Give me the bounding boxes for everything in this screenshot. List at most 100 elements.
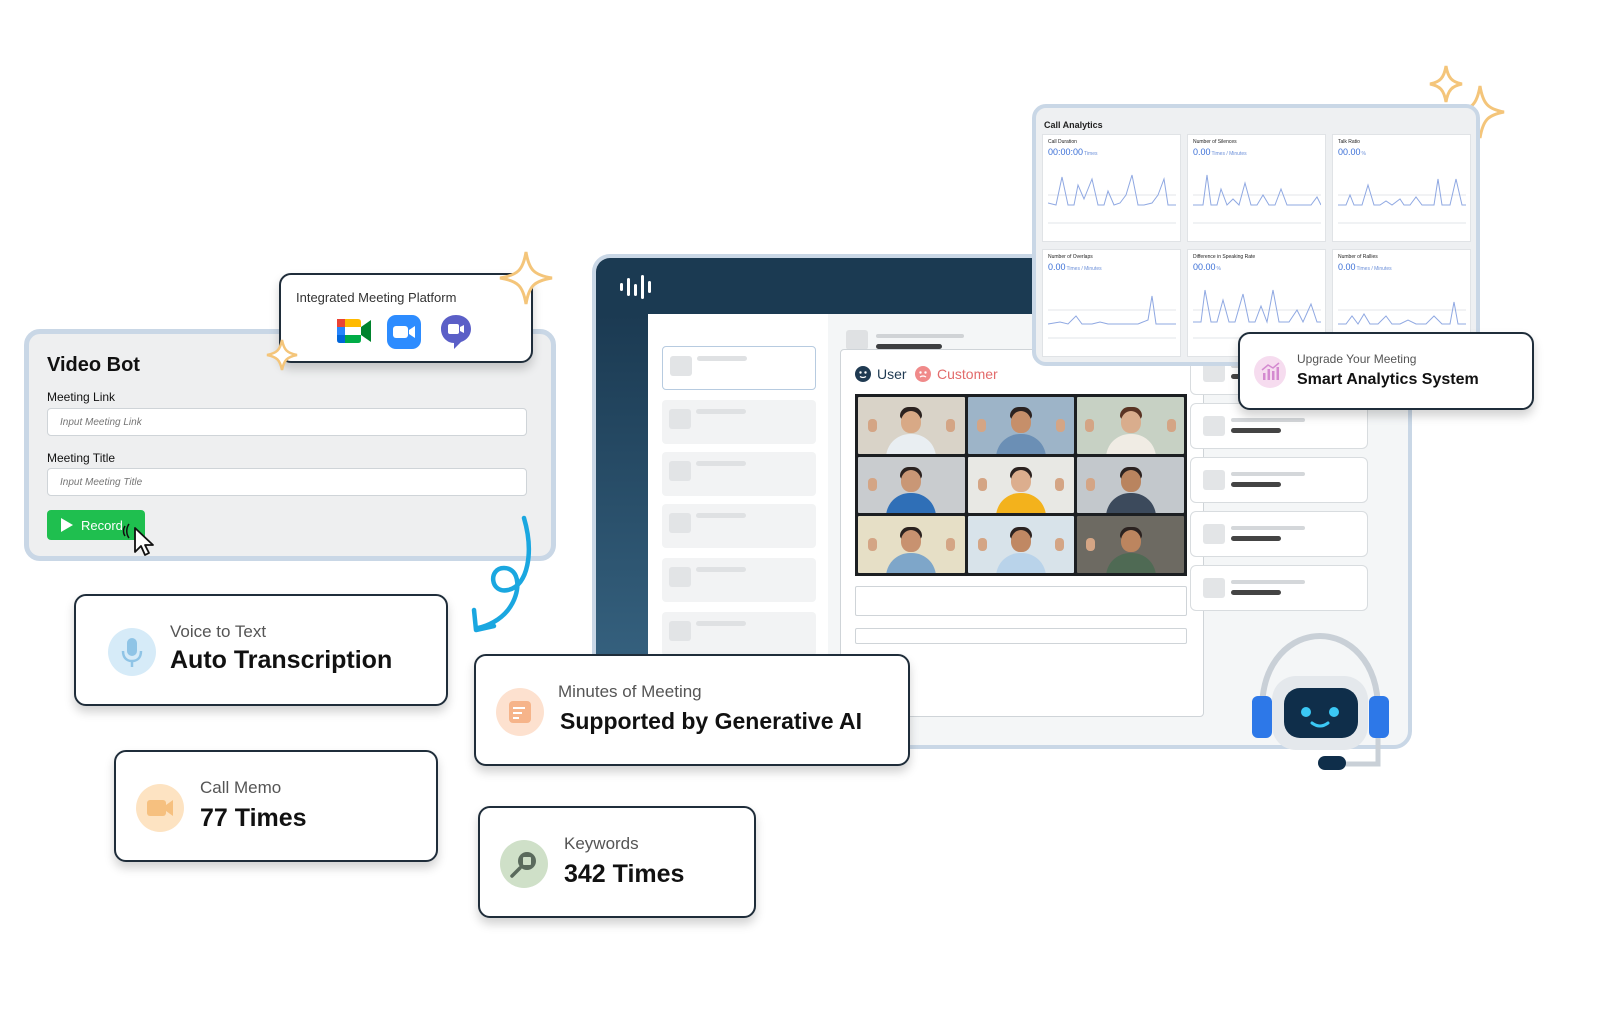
google-meet-icon[interactable] bbox=[335, 315, 373, 347]
metric-unit: % bbox=[1361, 151, 1366, 157]
app-logo-icon bbox=[620, 275, 651, 299]
transcription-sub: Voice to Text bbox=[170, 622, 267, 641]
metric-value: 00.00 bbox=[1193, 262, 1216, 272]
side-card[interactable] bbox=[1190, 403, 1368, 449]
legend-user: User bbox=[855, 366, 907, 382]
legend-customer: Customer bbox=[915, 366, 998, 382]
metric-value: 00:00:00 bbox=[1048, 147, 1084, 157]
legend-customer-label: Customer bbox=[937, 366, 998, 382]
metric-card: Number of Silences 0.00Times / Minutes bbox=[1187, 134, 1326, 242]
video-camera-icon bbox=[136, 784, 184, 832]
metric-value-row: 0.00Times / Minutes bbox=[1338, 262, 1392, 272]
metric-value-row: 0.00Times / Minutes bbox=[1048, 262, 1102, 272]
metric-label: Call Duration bbox=[1048, 139, 1077, 145]
meeting-title-label: Meeting Title bbox=[47, 451, 116, 465]
metric-value-row: 00.00% bbox=[1338, 147, 1366, 157]
keywords-sub: Keywords bbox=[564, 834, 639, 853]
metric-value-row: 00:00:00Times bbox=[1048, 147, 1097, 157]
video-tile[interactable] bbox=[967, 516, 1075, 573]
call-memo-card: Call Memo 77 Times bbox=[114, 750, 438, 862]
video-tile[interactable] bbox=[858, 397, 965, 454]
cursor-icon bbox=[122, 523, 154, 556]
list-item[interactable] bbox=[662, 400, 816, 444]
smart-analytics-sub: Upgrade Your Meeting bbox=[1297, 352, 1417, 366]
metric-sparkline bbox=[1193, 174, 1321, 224]
sparkle-icon bbox=[499, 251, 553, 305]
metric-sparkline bbox=[1338, 178, 1466, 224]
keywords-value: 342 Times bbox=[564, 860, 685, 888]
metric-unit: % bbox=[1216, 266, 1221, 272]
metric-value-row: 0.00Times / Minutes bbox=[1193, 147, 1247, 157]
sparkle-icon bbox=[266, 339, 298, 371]
meeting-link-input[interactable] bbox=[47, 408, 527, 436]
meeting-title-input[interactable] bbox=[47, 468, 527, 496]
minutes-card: Minutes of Meeting Supported by Generati… bbox=[474, 654, 910, 766]
input-bar[interactable] bbox=[855, 628, 1187, 644]
metric-card: Number of Overlaps 0.00Times / Minutes bbox=[1042, 249, 1181, 357]
metric-label: Number of Silences bbox=[1193, 139, 1237, 145]
metric-unit: Times bbox=[1084, 151, 1098, 157]
metric-card: Call Duration 00:00:00Times bbox=[1042, 134, 1181, 242]
analytics-chart-icon bbox=[1254, 356, 1286, 388]
metric-label: Difference in Speaking Rate bbox=[1193, 254, 1256, 260]
metric-value: 0.00 bbox=[1193, 147, 1211, 157]
call-memo-sub: Call Memo bbox=[200, 778, 282, 797]
metric-value: 0.00 bbox=[1338, 262, 1356, 272]
minutes-title: Supported by Generative AI bbox=[560, 708, 863, 734]
robot-assistant-icon bbox=[1252, 632, 1389, 770]
metric-label: Talk Ratio bbox=[1338, 139, 1360, 145]
microphone-icon bbox=[108, 628, 156, 676]
minutes-sub: Minutes of Meeting bbox=[558, 682, 702, 701]
list-item[interactable] bbox=[662, 612, 816, 656]
meeting-link-label: Meeting Link bbox=[47, 390, 116, 404]
metric-unit: Times / Minutes bbox=[1211, 151, 1247, 157]
metric-value: 00.00 bbox=[1338, 147, 1361, 157]
call-memo-value: 77 Times bbox=[200, 804, 307, 832]
metric-label: Number of Rallies bbox=[1338, 254, 1378, 260]
list-item[interactable] bbox=[662, 558, 816, 602]
curly-arrow-icon bbox=[471, 515, 531, 633]
video-tile[interactable] bbox=[858, 516, 965, 573]
video-tile[interactable] bbox=[967, 456, 1075, 514]
transcript-box[interactable] bbox=[855, 586, 1187, 616]
play-icon bbox=[61, 518, 73, 532]
side-card[interactable] bbox=[1190, 565, 1368, 611]
keyword-search-icon bbox=[500, 840, 548, 888]
video-tile[interactable] bbox=[858, 456, 965, 514]
keywords-card: Keywords 342 Times bbox=[478, 806, 756, 918]
video-tile[interactable] bbox=[1077, 516, 1184, 573]
metric-unit: Times / Minutes bbox=[1066, 266, 1102, 272]
record-label: Record bbox=[81, 517, 123, 533]
side-card[interactable] bbox=[1190, 457, 1368, 503]
metric-unit: Times / Minutes bbox=[1356, 266, 1392, 272]
metric-sparkline bbox=[1048, 295, 1176, 339]
analytics-title: Call Analytics bbox=[1044, 120, 1103, 130]
video-grid bbox=[855, 394, 1187, 576]
metric-value-row: 00.00% bbox=[1193, 262, 1221, 272]
metric-label: Number of Overlaps bbox=[1048, 254, 1093, 260]
video-bot-title: Video Bot bbox=[47, 354, 140, 376]
auto-transcription-card: Voice to Text Auto Transcription bbox=[74, 594, 448, 706]
list-item[interactable] bbox=[662, 452, 816, 496]
list-item[interactable] bbox=[662, 346, 816, 390]
metric-sparkline bbox=[1048, 174, 1176, 224]
smart-analytics-title: Smart Analytics System bbox=[1297, 371, 1479, 388]
metric-card: Talk Ratio 00.00% bbox=[1332, 134, 1471, 242]
zoom-icon[interactable] bbox=[387, 315, 421, 349]
list-item[interactable] bbox=[662, 504, 816, 548]
user-face-icon bbox=[855, 366, 871, 382]
meeting-platform-card: Integrated Meeting Platform bbox=[279, 273, 533, 363]
transcription-title: Auto Transcription bbox=[170, 646, 393, 674]
customer-face-icon bbox=[915, 366, 931, 382]
teams-chat-icon[interactable] bbox=[439, 313, 473, 351]
video-tile[interactable] bbox=[1077, 397, 1184, 454]
platform-title: Integrated Meeting Platform bbox=[296, 290, 457, 305]
smart-analytics-card: Upgrade Your Meeting Smart Analytics Sys… bbox=[1238, 332, 1534, 410]
metric-value: 0.00 bbox=[1048, 262, 1066, 272]
video-tile[interactable] bbox=[1077, 456, 1184, 514]
minutes-document-icon bbox=[496, 688, 544, 736]
side-card[interactable] bbox=[1190, 511, 1368, 557]
legend-user-label: User bbox=[877, 366, 907, 382]
video-tile[interactable] bbox=[967, 397, 1075, 454]
